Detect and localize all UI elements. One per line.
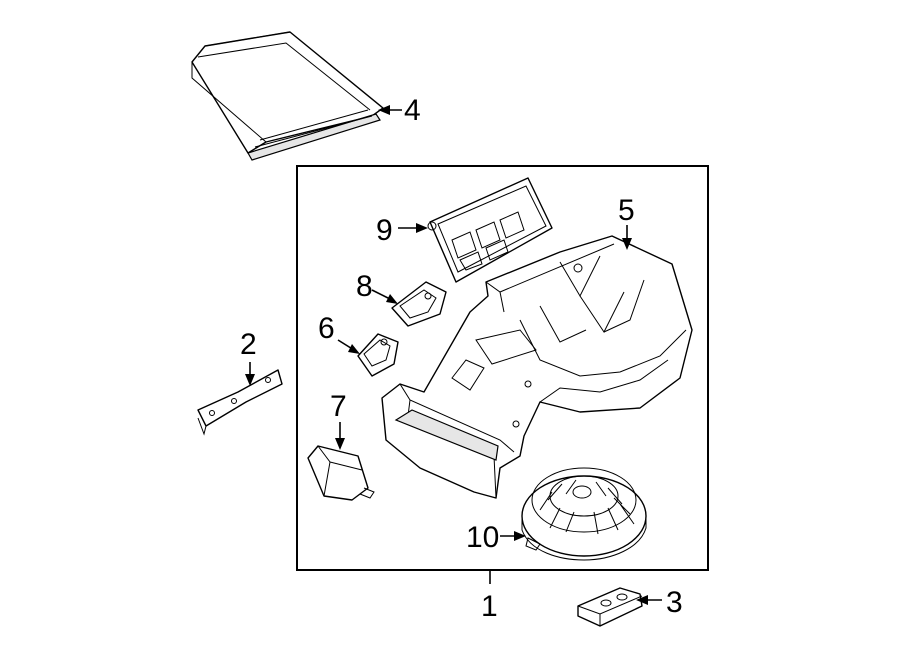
assembly-frame [296, 165, 709, 571]
callout-9: 9 [376, 214, 393, 247]
evaporator-part [427, 177, 553, 283]
arrow-8 [386, 294, 398, 304]
callout-2: 2 [240, 328, 257, 361]
arrow-10 [514, 531, 526, 541]
callout-10: 10 [466, 521, 499, 554]
actuator-7-part [307, 445, 375, 501]
bracket-part [197, 369, 283, 436]
arrow-3 [636, 595, 648, 605]
arrow-6 [348, 344, 360, 354]
callout-7: 7 [330, 390, 347, 423]
callout-1: 1 [481, 590, 498, 623]
callout-6: 6 [318, 312, 335, 345]
arrow-2 [245, 374, 255, 386]
blower-motor-part [521, 467, 647, 561]
arrow-5 [622, 238, 632, 250]
arrow-4 [378, 105, 390, 115]
arrow-9 [416, 223, 428, 233]
cabin-filter-part [191, 31, 384, 161]
plate-part [577, 587, 643, 627]
arrow-7 [335, 438, 345, 450]
callout-3: 3 [666, 586, 683, 619]
callout-8: 8 [356, 270, 373, 303]
hvac-case-part [381, 235, 693, 499]
callout-5: 5 [618, 194, 635, 227]
actuator-8-part [391, 281, 447, 327]
callout-4: 4 [404, 94, 421, 127]
actuator-6-part [357, 333, 399, 377]
